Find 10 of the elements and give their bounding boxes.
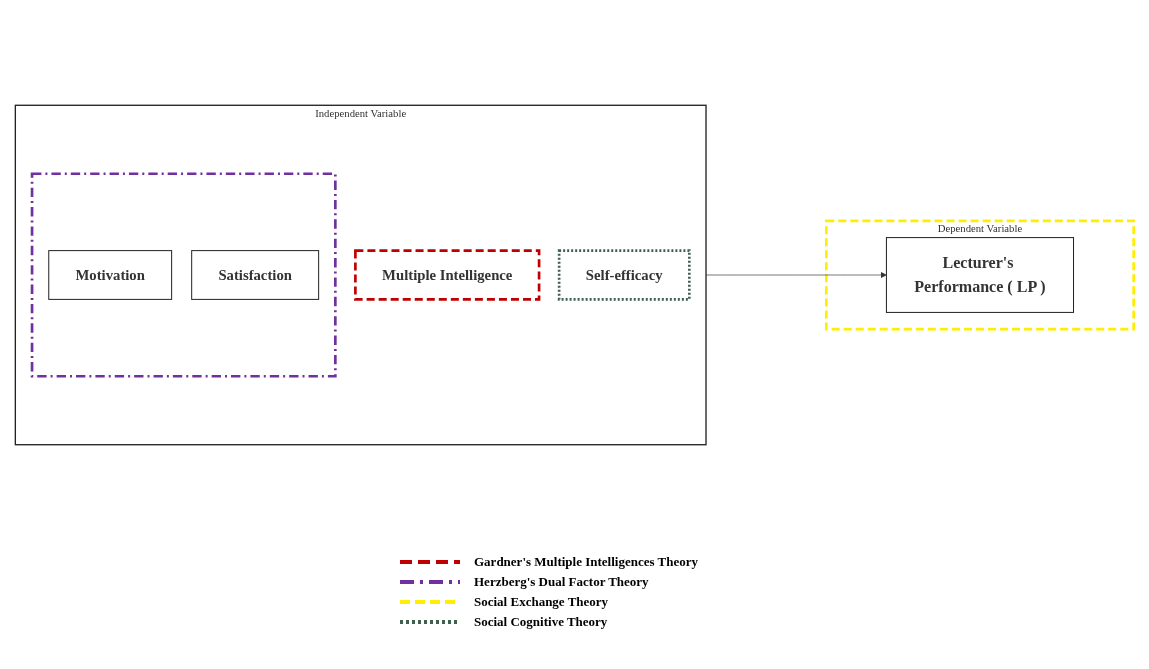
node-box: Self-efficacy [557,249,691,301]
legend-text: Herzberg's Dual Factor Theory [474,574,649,590]
legend-text: Social Exchange Theory [474,594,609,610]
cluster [30,172,337,378]
node-box: Multiple Intelligence [354,249,541,301]
legend-text: Gardner's Multiple Intelligences Theory [474,554,698,570]
node-box: Satisfaction [191,250,320,300]
legend-text: Social Cognitive Theory [474,614,608,630]
node-box: Motivation [48,250,173,300]
node-box: Lecturer's Performance ( LP ) [885,237,1074,313]
